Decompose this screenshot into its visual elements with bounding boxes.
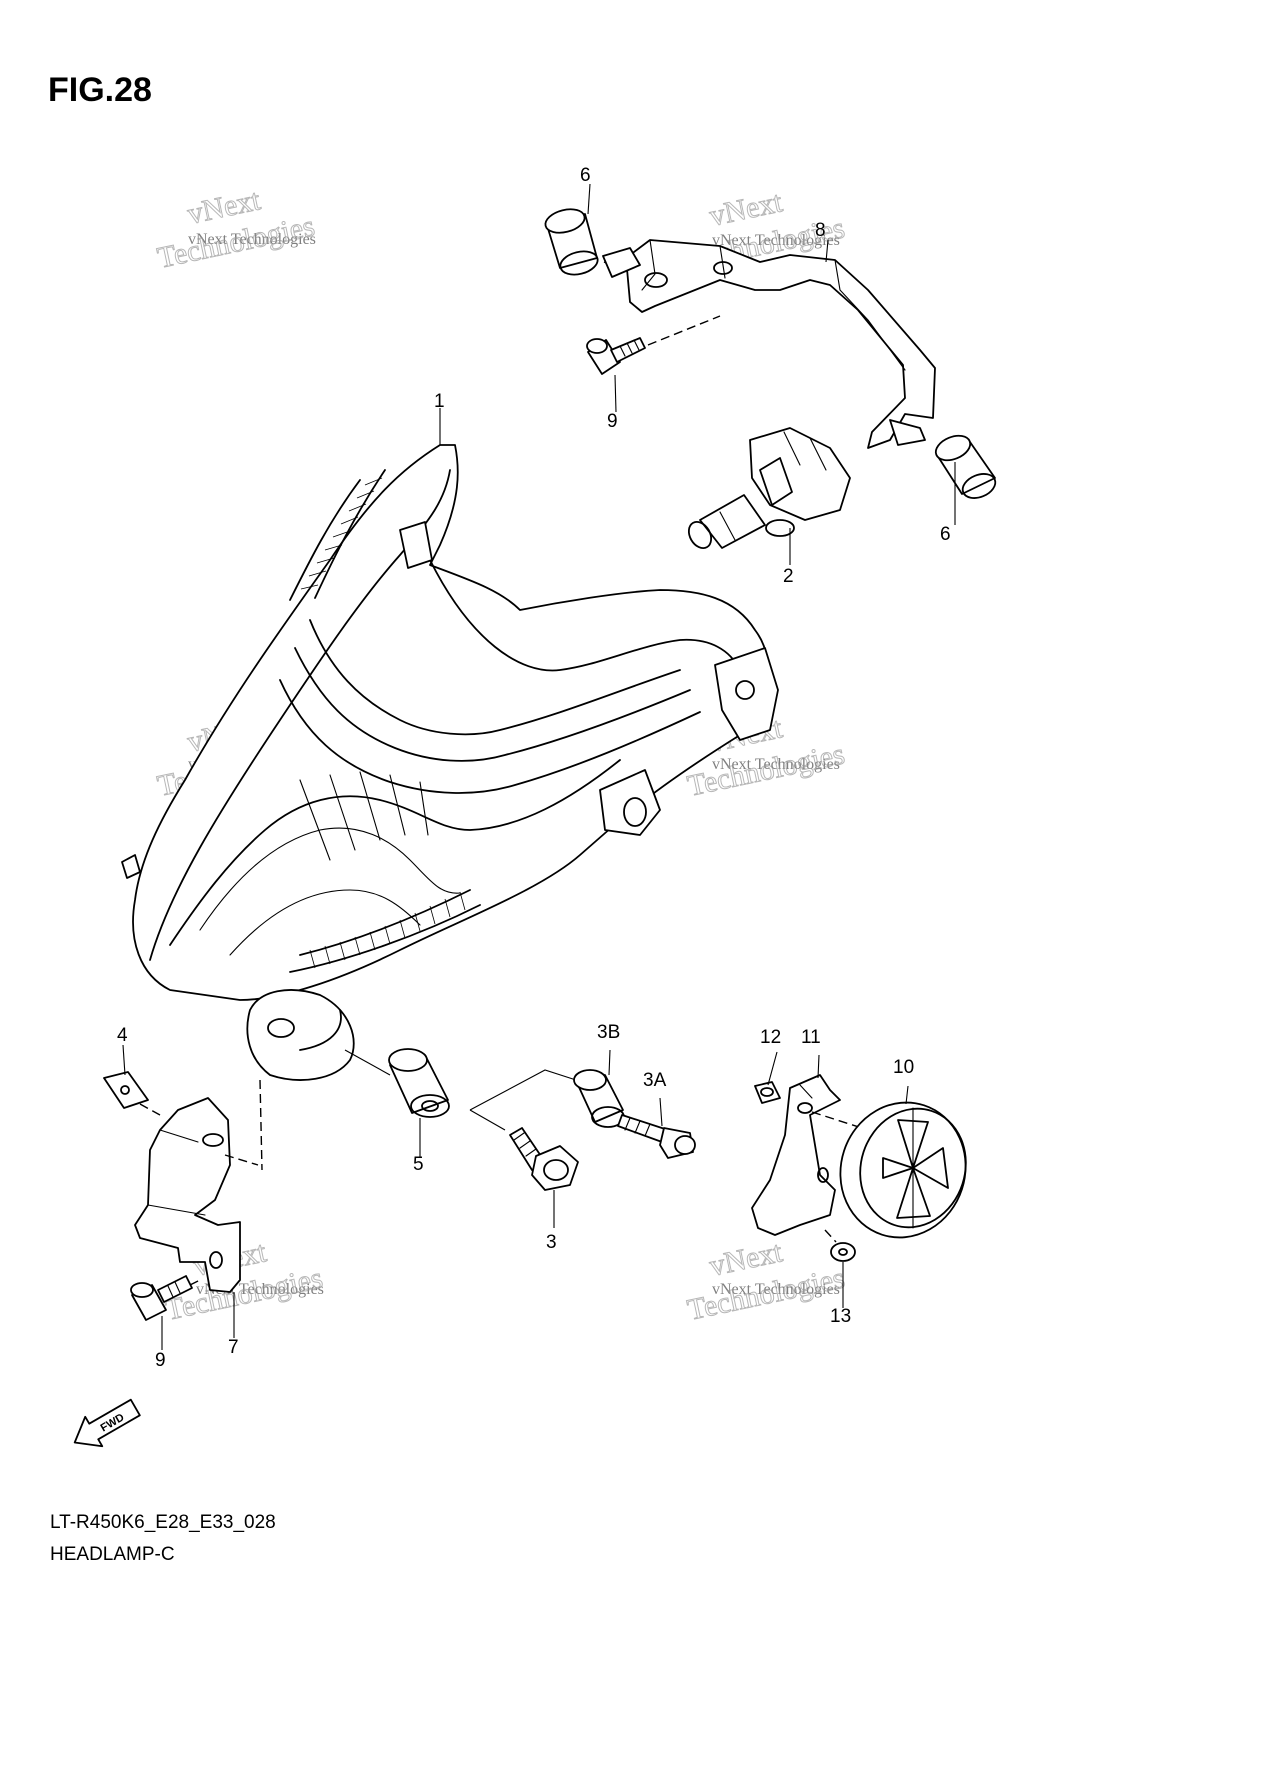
part-4-clip-nut — [103, 1071, 149, 1109]
part-6-top-bushing — [544, 208, 599, 276]
callout-1: 1 — [434, 391, 445, 412]
callout-7: 7 — [228, 1337, 239, 1358]
part-2-headlight-bulb — [687, 427, 851, 550]
callout-6-top: 6 — [580, 165, 591, 186]
svg-text:vNext Technologies: vNext Technologies — [188, 231, 316, 248]
callout-9-bottom: 9 — [155, 1350, 166, 1371]
upper-hatch-band — [289, 469, 386, 601]
callout-3: 3 — [546, 1232, 557, 1253]
callout-13: 13 — [830, 1306, 851, 1327]
callout-5: 5 — [413, 1154, 424, 1175]
part-3a-bolt — [617, 1114, 696, 1159]
svg-text:vNext Technologies: vNext Technologies — [712, 1281, 840, 1298]
part-8-mounting-bracket — [602, 239, 936, 449]
figure-title: FIG.28 — [48, 71, 152, 109]
callout-8: 8 — [815, 220, 826, 241]
callout-2: 2 — [783, 566, 794, 587]
diagram-caption: HEADLAMP-C — [50, 1544, 175, 1565]
callout-3b: 3B — [597, 1022, 620, 1043]
part-3b-collar — [573, 1069, 625, 1128]
callout-10: 10 — [893, 1057, 914, 1078]
callout-6-right: 6 — [940, 524, 951, 545]
watermark-bottom-right: vNext Technologies vNext Technologies — [684, 1235, 848, 1328]
part-12-nut — [754, 1081, 781, 1104]
part-7-lower-bracket — [134, 1097, 241, 1293]
part-9-bottom-bolt — [130, 1275, 193, 1321]
callout-4: 4 — [117, 1025, 128, 1046]
callout-3a: 3A — [643, 1070, 667, 1091]
callout-11: 11 — [801, 1027, 821, 1048]
lower-hatch-band — [289, 889, 481, 973]
callout-labels: 1 2 3 3A 3B 4 5 6 6 7 8 9 9 10 11 12 13 — [117, 165, 951, 1371]
part-3-bolt — [509, 1127, 579, 1191]
part-9-top-bolt — [586, 337, 646, 375]
part-10-round-reflector — [839, 1101, 967, 1239]
part-5-grommet — [388, 1048, 450, 1118]
part-11-reflector-bracket — [751, 1074, 841, 1236]
part-13-washer — [830, 1242, 856, 1262]
watermark-top-left: vNext Technologies vNext Technologies — [154, 183, 318, 276]
svg-text:vNext Technologies: vNext Technologies — [712, 756, 840, 773]
part-6-right-bushing — [934, 434, 997, 499]
part-1-headlamp-housing — [121, 444, 779, 1081]
callout-12: 12 — [760, 1027, 781, 1048]
model-code: LT-R450K6_E28_E33_028 — [50, 1512, 276, 1533]
callout-9-top: 9 — [607, 411, 618, 432]
fwd-arrow-icon: FWD — [73, 1398, 141, 1448]
leader-lines — [122, 183, 956, 1350]
svg-text:vNext Technologies: vNext Technologies — [712, 232, 840, 249]
